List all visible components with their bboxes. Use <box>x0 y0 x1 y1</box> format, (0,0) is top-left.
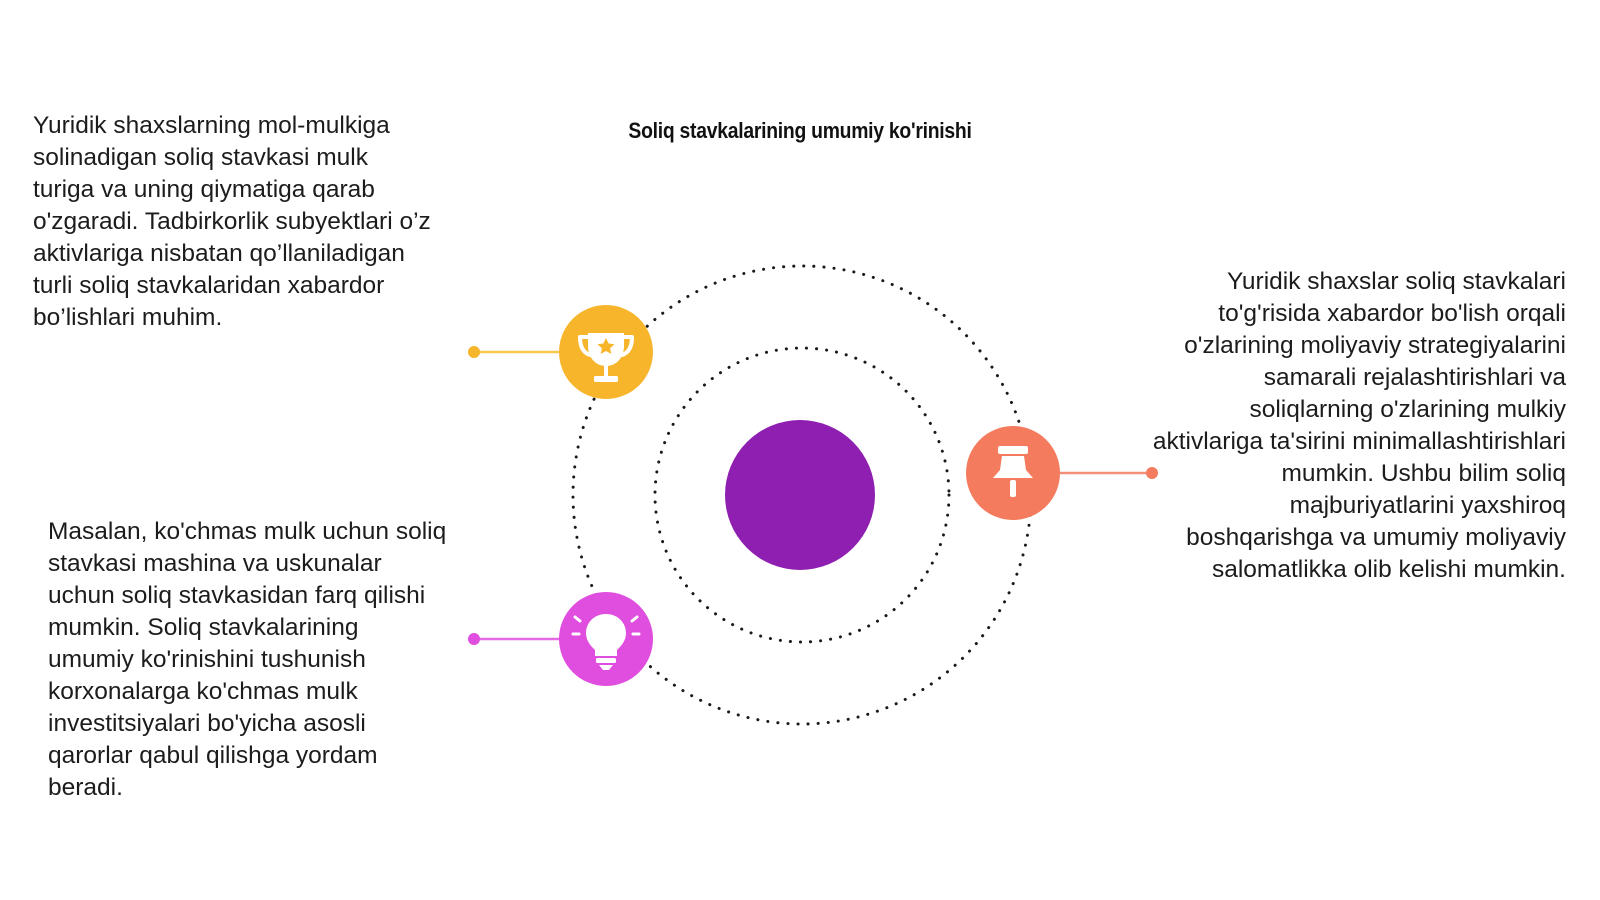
trophy-icon <box>578 333 634 382</box>
pushpin-icon <box>993 446 1033 497</box>
text-block-bottom-left: Masalan, ko'chmas mulk uchun soliq stavk… <box>48 518 447 801</box>
page-title: Soliq stavkalarining umumiy ko'rinishi <box>628 118 972 143</box>
node-bulb <box>559 592 653 686</box>
node-pin <box>966 426 1060 520</box>
inner-orbit <box>653 346 951 644</box>
text-block-right: Yuridik shaxslar soliq stavkalari to'g'r… <box>1152 268 1566 583</box>
center-circle <box>725 420 875 570</box>
node-trophy <box>559 305 653 399</box>
connector-bulb <box>468 633 563 645</box>
text-block-top-left: Yuridik shaxslarning mol-mulkiga solinad… <box>33 112 431 331</box>
connector-pin <box>1060 467 1158 479</box>
lightbulb-icon <box>571 614 641 670</box>
connector-trophy <box>468 346 563 358</box>
